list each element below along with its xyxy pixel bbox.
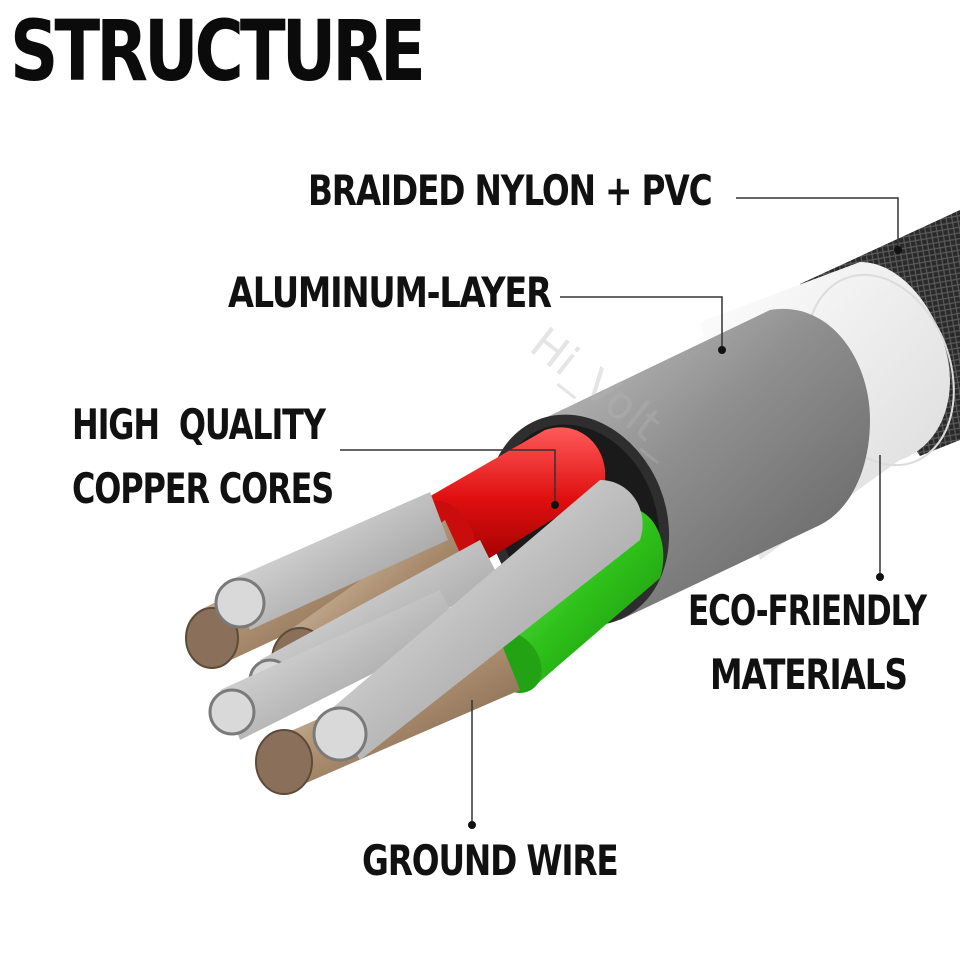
leader-aluminum <box>560 296 723 350</box>
label-braided-nylon-pvc: BRAIDED NYLON + PVC <box>308 166 713 215</box>
label-aluminum-layer: ALUMINUM-LAYER <box>228 268 552 317</box>
label-eco-friendly-line1: ECO-FRIENDLY <box>688 586 927 635</box>
leader-lines <box>340 197 902 829</box>
label-eco-friendly-line2: MATERIALS <box>710 650 908 699</box>
page-title: STRUCTURE <box>10 2 426 100</box>
label-ground-wire: GROUND WIRE <box>362 836 619 885</box>
label-copper-cores-line2: COPPER CORES <box>72 464 334 513</box>
leader-copper <box>340 449 556 505</box>
label-copper-cores-line1: HIGH QUALITY <box>72 400 326 449</box>
stranded-conductors <box>208 480 643 762</box>
leader-braided <box>736 197 899 250</box>
